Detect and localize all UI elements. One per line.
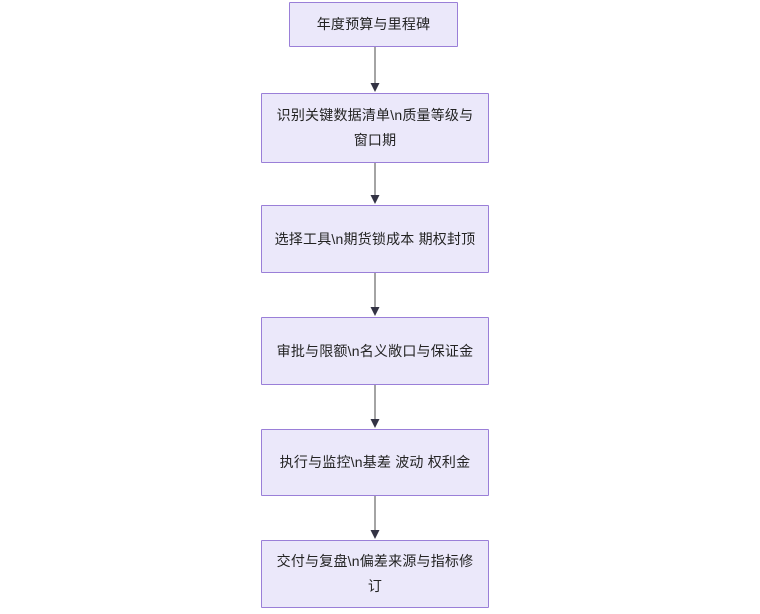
flowchart-node-identify-key-data[interactable]: 识别关键数据清单\n质量等级与窗口期 [261, 93, 489, 163]
flowchart-node-label: 执行与监控\n基差 波动 权利金 [279, 454, 471, 470]
flowchart-edge-5-6 [360, 496, 390, 540]
flowchart-node-label: 审批与限额\n名义敞口与保证金 [276, 342, 474, 359]
flowchart-edge-1-2 [360, 47, 390, 93]
flowchart-node-execute-monitor[interactable]: 执行与监控\n基差 波动 权利金 [261, 429, 489, 496]
flowchart-edge-4-5 [360, 385, 390, 429]
flowchart-node-label: 识别关键数据清单\n质量等级与窗口期 [276, 107, 474, 148]
flowchart-node-delivery-review[interactable]: 交付与复盘\n偏差来源与指标修订 [261, 540, 489, 608]
flowchart-edge-3-4 [360, 273, 390, 317]
flowchart-node-approval-limits[interactable]: 审批与限额\n名义敞口与保证金 [261, 317, 489, 385]
flowchart-edge-2-3 [360, 163, 390, 205]
flowchart-node-label: 交付与复盘\n偏差来源与指标修订 [276, 553, 474, 594]
flowchart-node-annual-budget[interactable]: 年度预算与里程碑 [289, 2, 458, 47]
flowchart-node-label: 年度预算与里程碑 [316, 16, 431, 32]
flowchart-node-label: 选择工具\n期货锁成本 期权封顶 [274, 230, 476, 247]
flowchart-node-select-instrument[interactable]: 选择工具\n期货锁成本 期权封顶 [261, 205, 489, 273]
